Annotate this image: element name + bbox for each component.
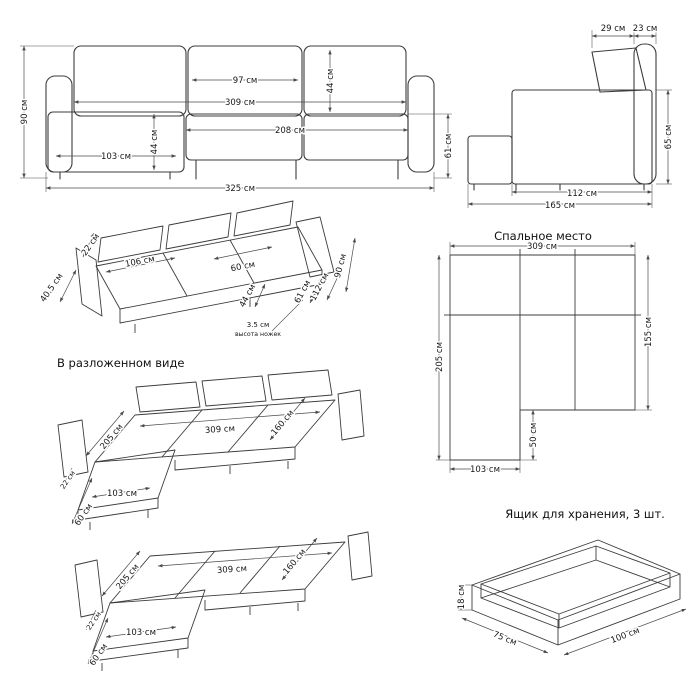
front-back-cushion-height-label: 44 см — [326, 69, 336, 94]
sleeping-area-drawing — [444, 249, 641, 461]
sleeping-right-depth-label: 155 см — [644, 317, 654, 347]
persp-seat-width-label: 106 см — [124, 254, 155, 270]
storage-height-label: 18 см — [457, 585, 467, 610]
sleeping-notch-label: 50 см — [529, 423, 539, 448]
storage-depth-label: 75 см — [491, 630, 518, 648]
storage-dimension-lines — [458, 584, 687, 656]
sleeping-dimension-lines — [436, 242, 652, 473]
unfolded2-dimension-lines — [85, 537, 333, 665]
unfolded2-sofa-drawing — [74, 531, 373, 671]
front-right-height-label: 61 см — [444, 134, 454, 159]
unfolded-view-2: 205 см 309 см 160 см 103 см 60 см 22 см — [74, 531, 373, 671]
front-elevation-view: 90 см 97 см 44 см 309 см 208 см 103 см 4… — [19, 45, 456, 196]
sleeping-chaise-width-label: 103 см — [470, 465, 500, 475]
unfolded2-edge-width-label: 60 см — [88, 642, 110, 668]
perspective-view: 22 см 106 см 40.5 см 60 см 44 см 61 см 1… — [37, 200, 356, 340]
unfolded2-width-label: 309 см — [217, 564, 248, 576]
side-height-label: 65 см — [664, 125, 674, 150]
persp-seat-height-label: 44 см — [238, 283, 258, 309]
persp-side-height-label: 61 см — [293, 279, 313, 305]
sleeping-area-plan: Спальное место 309 см 205 — [434, 229, 656, 477]
unfolded1-left-depth-label: 205 см — [99, 422, 126, 451]
unfolded1-dimension-lines — [61, 397, 321, 525]
perspective-dimension-lines — [59, 232, 356, 334]
front-seat-section-width-label: 208 см — [275, 126, 305, 136]
storage-box-view: Ящик для хранения, 3 шт. 18 см 75 см 100… — [456, 507, 687, 656]
persp-leg-height-caption: высота ножек — [235, 331, 281, 338]
unfolded2-left-depth-label: 205 см — [115, 562, 142, 591]
persp-cushion-width-label: 60 см — [230, 260, 256, 275]
side-total-depth-label: 165 см — [545, 201, 575, 211]
front-seat-width-label: 309 см — [225, 98, 255, 108]
unfolded2-chaise-width-label: 103 см — [126, 628, 156, 638]
unfolded1-thickness-label: 22 см — [59, 469, 77, 490]
front-chaise-width-label: 103 см — [101, 152, 131, 162]
front-sofa-drawing — [45, 45, 435, 180]
unfolded-view-1: 205 см 309 см 160 см 103 см 60 см 22 см — [57, 369, 365, 530]
sleeping-left-depth-label: 205 см — [435, 342, 445, 372]
side-dimension-lines — [467, 30, 672, 208]
storage-title: Ящик для хранения, 3 шт. — [505, 507, 665, 521]
persp-height-label: 90 см — [333, 253, 349, 279]
side-back-depth-label: 29 см — [601, 24, 626, 34]
unfolded1-sofa-drawing — [57, 369, 365, 530]
side-sofa-drawing — [467, 43, 657, 191]
unfolded2-thickness-label: 22 см — [85, 610, 103, 631]
perspective-sofa-drawing — [75, 200, 335, 333]
unfolded1-right-depth-label: 160 см — [270, 408, 297, 437]
sleeping-area-title: Спальное место — [494, 229, 592, 243]
sleeping-width-label: 309 см — [527, 242, 557, 252]
side-arm-depth-label: 23 см — [633, 24, 658, 34]
front-back-cushion-width-label: 97 см — [233, 76, 258, 86]
storage-width-label: 100 см — [610, 626, 642, 646]
front-total-width-label: 325 см — [225, 184, 255, 194]
unfolded1-width-label: 309 см — [205, 424, 236, 436]
unfolded2-right-depth-label: 160 см — [282, 547, 309, 576]
front-height-label: 90 см — [20, 100, 30, 125]
persp-leg-height-label: 3.5 см — [247, 321, 270, 329]
unfolded-section-title: В разложенном виде — [57, 356, 185, 370]
side-elevation-view: 29 см 23 см 65 см 112 см 165 см — [467, 23, 676, 213]
storage-box-drawing — [471, 539, 681, 646]
unfolded1-chaise-width-label: 103 см — [107, 489, 137, 499]
front-seat-height-label: 44 см — [150, 130, 160, 155]
front-dimension-lines — [20, 45, 452, 192]
side-seat-depth-label: 112 см — [567, 189, 597, 199]
